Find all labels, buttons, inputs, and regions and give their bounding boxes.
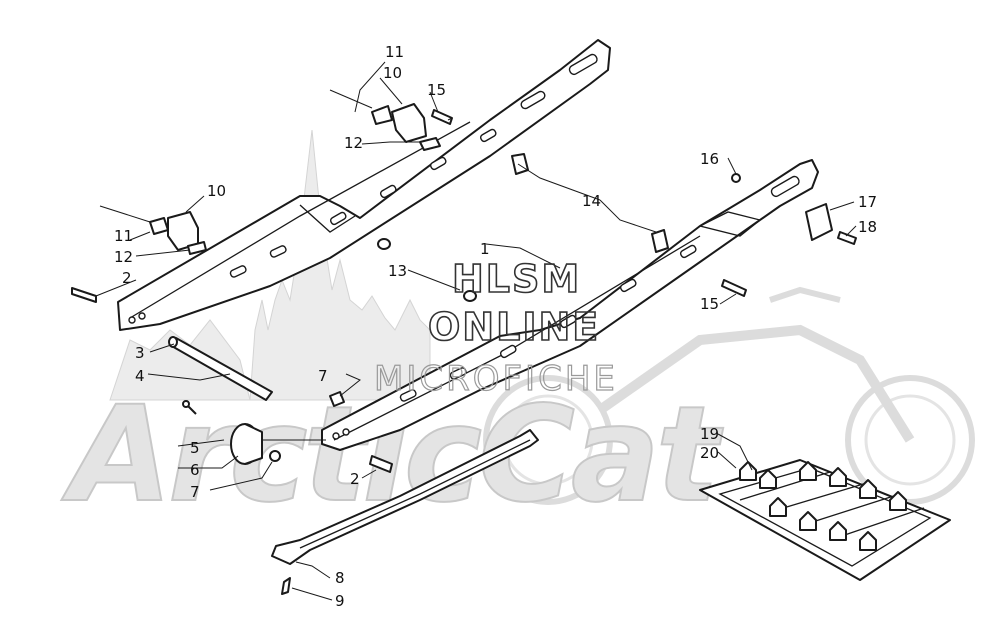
motorcycle-watermark	[483, 286, 975, 505]
callout-2b: 2	[350, 470, 360, 488]
callout-15a: 15	[427, 81, 446, 99]
callout-2a: 2	[122, 269, 132, 287]
wear-strip	[271, 429, 539, 595]
track-section	[699, 459, 951, 581]
callout-5: 5	[190, 439, 200, 457]
bracket-upper	[329, 89, 441, 151]
watermark-line3: MICROFICHE	[374, 359, 618, 399]
callout-8: 8	[335, 569, 345, 587]
callout-7a: 7	[318, 367, 328, 385]
wheel-assembly	[182, 400, 281, 465]
callout-10a: 10	[383, 64, 402, 82]
callout-10b: 10	[207, 182, 226, 200]
callout-9: 9	[335, 592, 345, 610]
callout-15b: 15	[700, 295, 719, 313]
callout-1: 1	[480, 240, 490, 258]
callout-3: 3	[135, 344, 145, 362]
callout-20: 20	[700, 444, 719, 462]
callout-labels: 11 10 15 12 10 11 12 2 3 4 1 13 14 15 16…	[114, 43, 877, 610]
slide-rail-left	[117, 39, 611, 331]
callout-14: 14	[582, 192, 601, 210]
callout-16: 16	[700, 150, 719, 168]
watermark-line2: ONLINE	[428, 305, 600, 349]
bracket-lower	[99, 205, 207, 255]
callout-19: 19	[700, 425, 719, 443]
callout-11b: 11	[114, 227, 133, 245]
callout-7b: 7	[190, 483, 200, 501]
watermark-line1: HLSM	[452, 257, 581, 301]
slide-rail-right	[321, 159, 819, 451]
callout-6: 6	[190, 461, 200, 479]
callout-12a: 12	[344, 134, 363, 152]
callout-12b: 12	[114, 248, 133, 266]
callout-17: 17	[858, 193, 877, 211]
callout-4: 4	[135, 367, 145, 385]
callout-18: 18	[858, 218, 877, 236]
callout-13: 13	[388, 262, 407, 280]
leader-lines	[95, 61, 857, 601]
callout-11a: 11	[385, 43, 404, 61]
castle-watermark	[109, 129, 431, 401]
